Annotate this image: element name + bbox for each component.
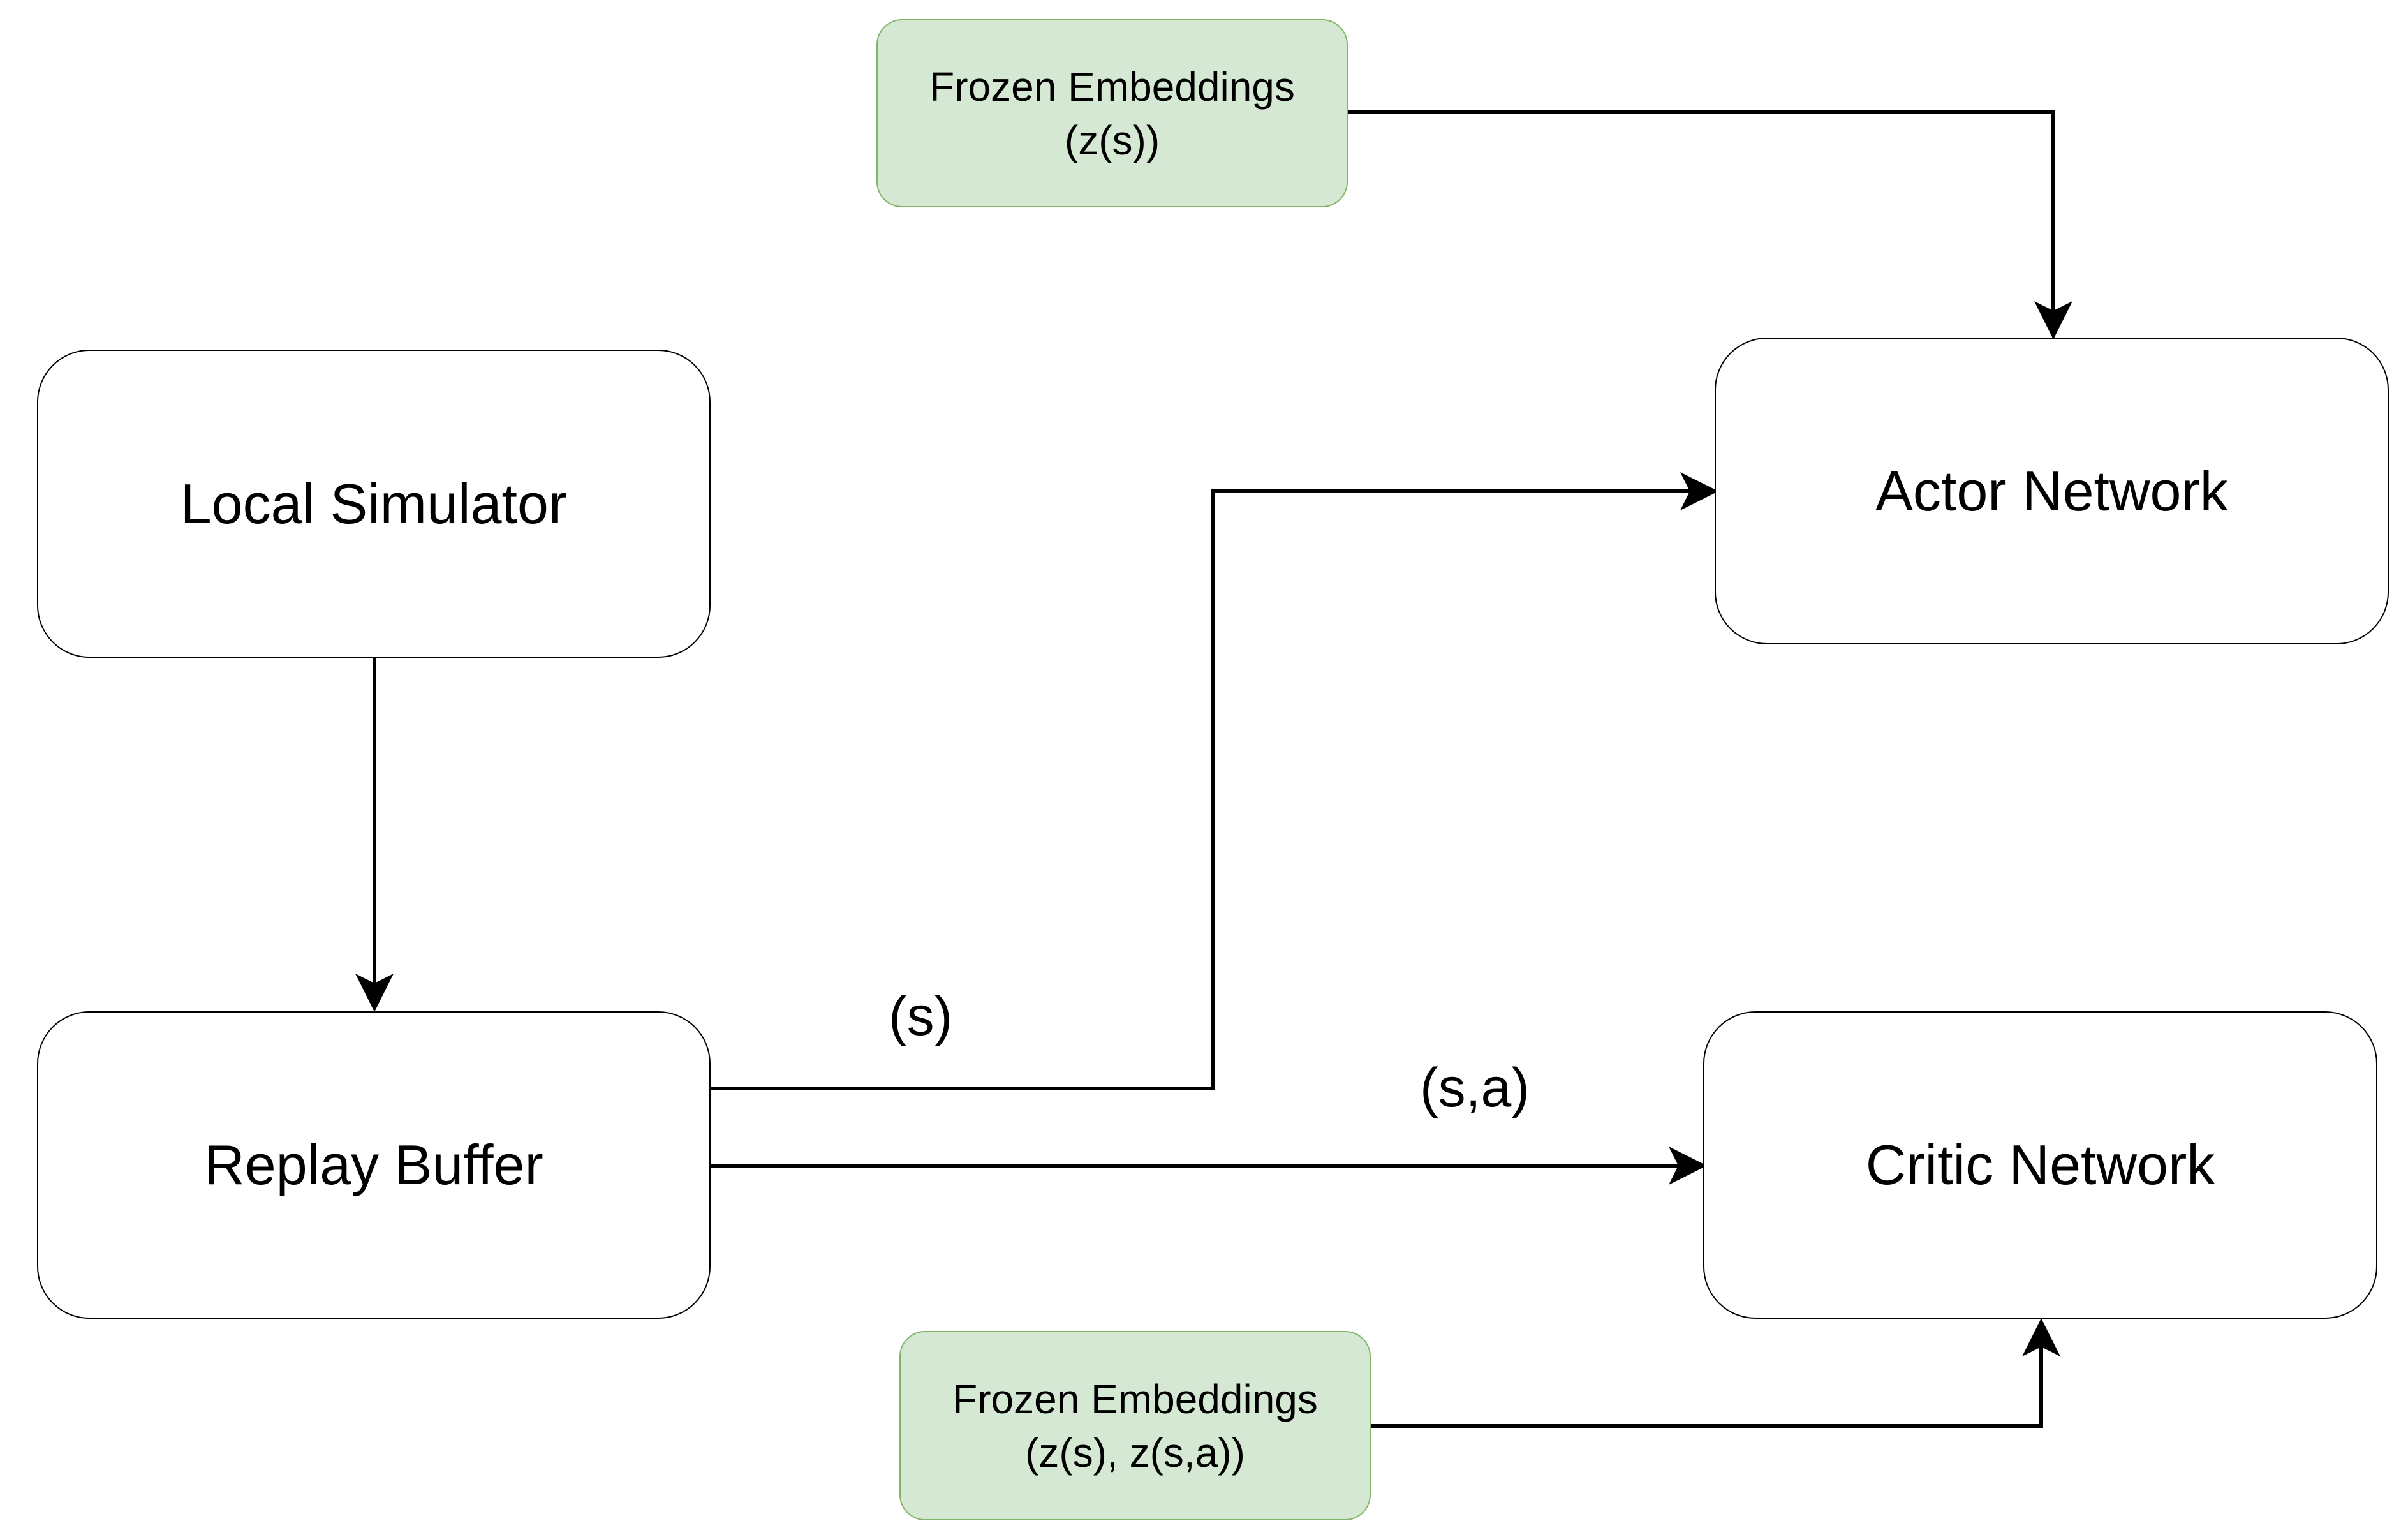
frozen-embeddings-actor-title: Frozen Embeddings (929, 63, 1295, 110)
edge-label-state: (s) (889, 986, 953, 1047)
critic-network-box[interactable]: Critic Network (1703, 1011, 2377, 1319)
frozen-embeddings-critic-subtitle: (z(s), z(s,a)) (1025, 1429, 1245, 1476)
actor-network-label: Actor Network (1875, 459, 2228, 523)
frozen-embeddings-critic-title: Frozen Embeddings (952, 1376, 1318, 1422)
critic-network-label: Critic Network (1865, 1133, 2215, 1196)
replay-buffer-label: Replay Buffer (204, 1133, 543, 1196)
replay-buffer-box[interactable]: Replay Buffer (37, 1011, 711, 1319)
frozen-embeddings-actor-subtitle: (z(s)) (1064, 117, 1160, 163)
arrow-embeddings-to-critic (1371, 1318, 2060, 1428)
frozen-embeddings-actor-box[interactable]: Frozen Embeddings (z(s)) (876, 19, 1348, 207)
local-simulator-box[interactable]: Local Simulator (37, 350, 711, 658)
frozen-embeddings-critic-box[interactable]: Frozen Embeddings (z(s), z(s,a)) (899, 1331, 1371, 1520)
local-simulator-label: Local Simulator (180, 471, 568, 535)
arrow-replay-buffer-to-actor (711, 472, 1718, 1090)
arrow-embeddings-to-actor (1348, 110, 2072, 339)
actor-network-box[interactable]: Actor Network (1715, 338, 2389, 644)
edge-label-state-action: (s,a) (1420, 1057, 1530, 1118)
